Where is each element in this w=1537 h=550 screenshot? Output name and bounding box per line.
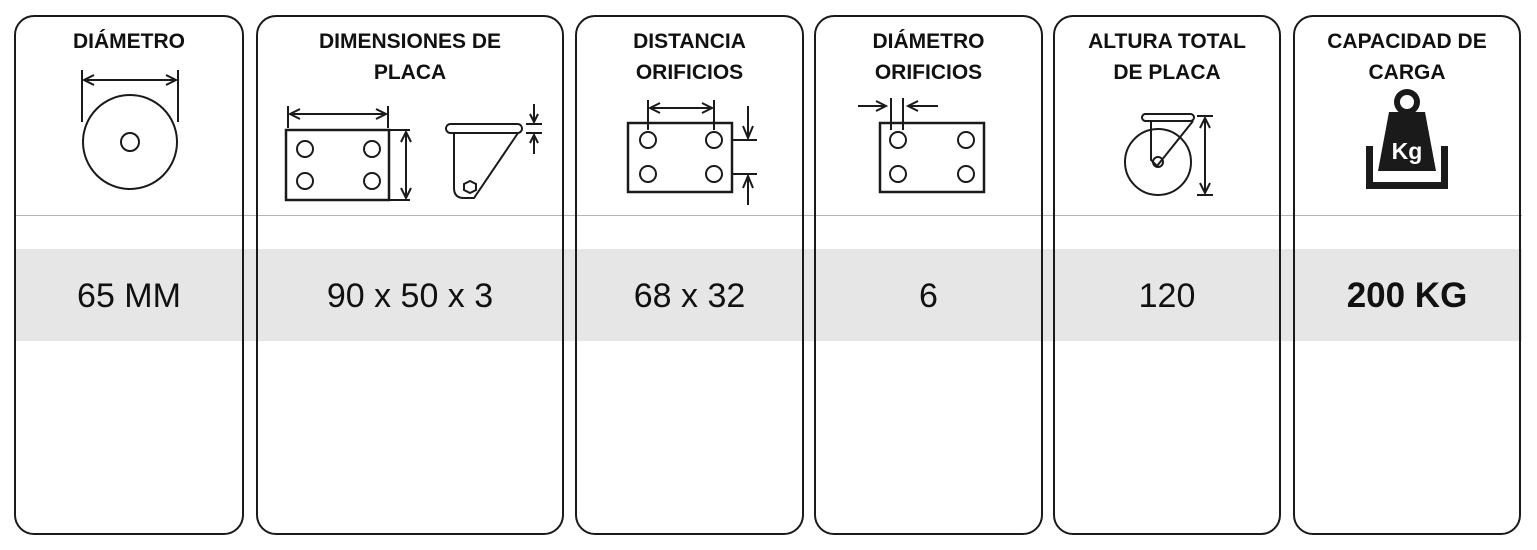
card-altura-total: [1053, 15, 1281, 535]
header-divider: [14, 215, 1522, 216]
card-diametro: [14, 15, 244, 535]
card-value: 200 KG: [1346, 276, 1468, 315]
card-value: 68 x 32: [633, 277, 746, 315]
total-height-icon: [1124, 113, 1213, 196]
hole-diameter-icon: [858, 98, 986, 194]
card-title: CAPACIDAD DE CARGA: [1327, 30, 1487, 84]
load-capacity-icon: Kg: [1366, 89, 1448, 189]
card-value: 90 x 50 x 3: [326, 277, 494, 315]
card-title: ALTURA TOTAL DE PLACA: [1088, 30, 1246, 84]
hole-distance-icon: [626, 100, 757, 205]
card-distancia-orificios: [575, 15, 804, 535]
card-title: DISTANCIA ORIFICIOS: [633, 30, 746, 84]
card-value: 65 MM: [77, 277, 181, 315]
card-value: 6: [919, 277, 938, 315]
card-title: DIÁMETRO ORIFICIOS: [872, 30, 985, 84]
card-dimensiones-placa: [256, 15, 564, 535]
plate-dimensions-icon: [284, 104, 542, 202]
values-band: [14, 249, 1522, 341]
wheel-diameter-icon: [81, 70, 179, 190]
kg-label: Kg: [1392, 138, 1423, 164]
card-diametro-orificios: [814, 15, 1043, 535]
card-value: 120: [1138, 277, 1196, 315]
card-title: DIMENSIONES DE PLACA: [318, 30, 502, 84]
card-capacidad-carga: [1293, 15, 1521, 535]
card-title: DIÁMETRO: [73, 30, 185, 53]
